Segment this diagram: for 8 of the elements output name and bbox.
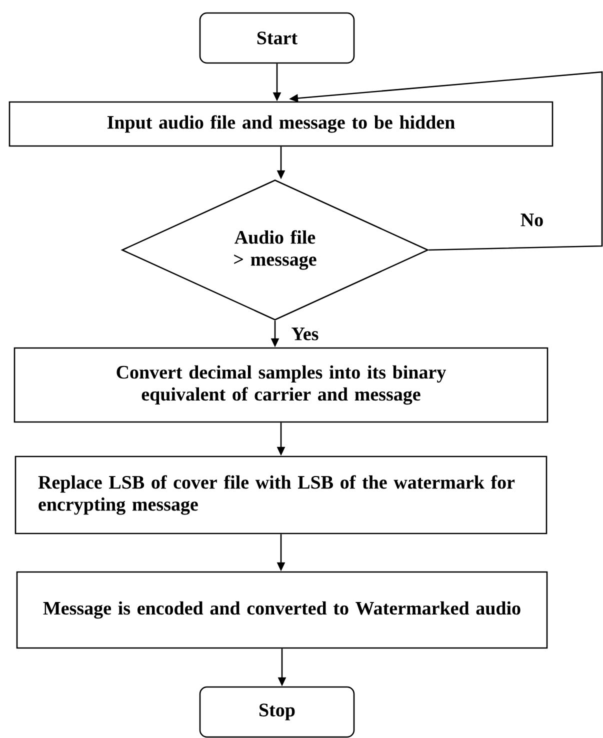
process-box: Input audio file and message to be hidden xyxy=(8,101,554,147)
edge-label: Yes xyxy=(290,326,320,342)
edge-label: No xyxy=(519,212,545,228)
process-box: Convert decimal samples into its binary equivalent of carrier and message xyxy=(14,347,548,423)
terminal-box: Start xyxy=(199,12,355,64)
process-box: Message is encoded and converted to Watermarked audio xyxy=(16,571,548,649)
terminal-box: Stop xyxy=(199,686,355,738)
process-box: Replace LSB of cover file with LSB of the watermark for encrypting message xyxy=(14,456,548,534)
